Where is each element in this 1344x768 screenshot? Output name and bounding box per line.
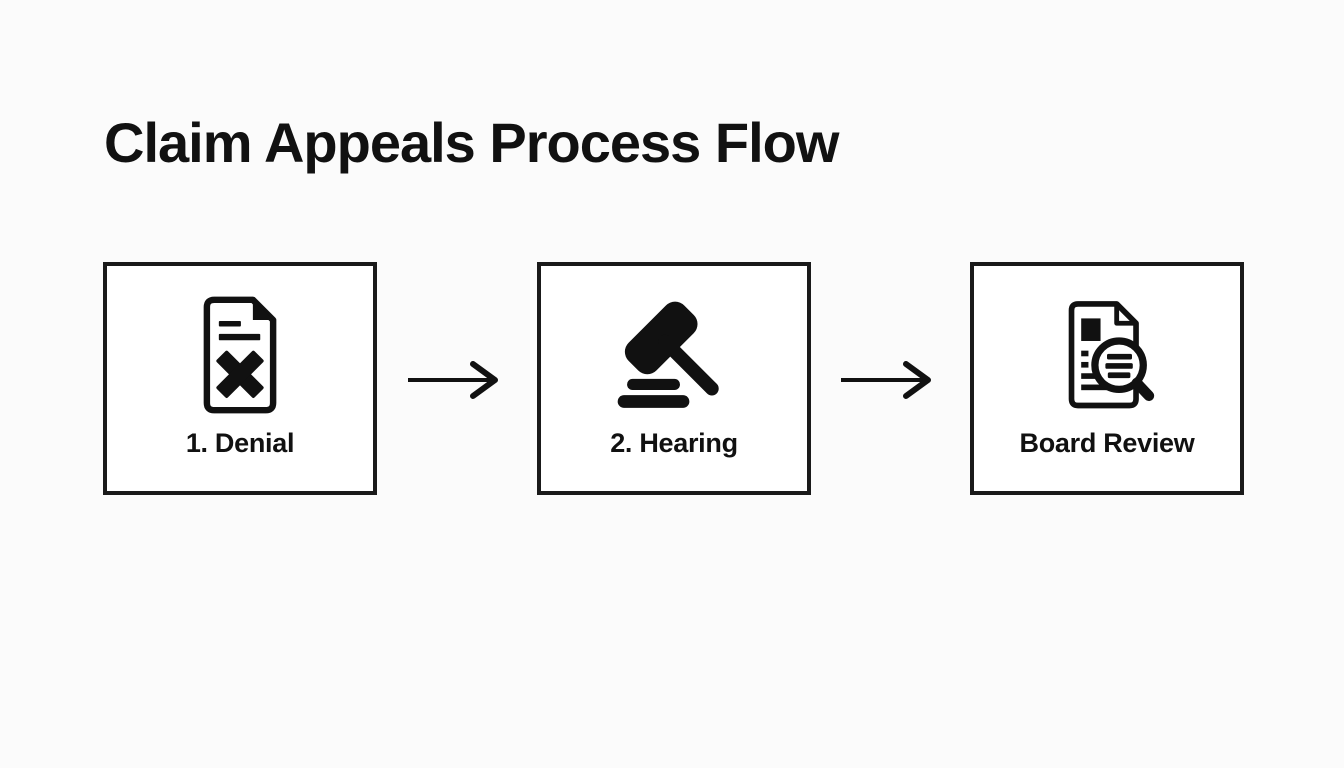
step-box-denial: 1. Denial <box>103 262 377 495</box>
flow-arrow-icon <box>405 358 509 402</box>
rejected-document-icon <box>107 294 373 416</box>
step-box-board-review: Board Review <box>970 262 1244 495</box>
flow-arrow-icon <box>838 358 942 402</box>
step-label-denial: 1. Denial <box>185 428 295 458</box>
gavel-icon <box>541 294 807 416</box>
step-label-hearing: 2. Hearing <box>610 428 738 458</box>
step-box-hearing: 2. Hearing <box>537 262 811 495</box>
document-search-icon <box>974 294 1240 416</box>
page-title: Claim Appeals Process Flow <box>104 111 839 174</box>
step-label-board-review: Board Review <box>1019 428 1195 458</box>
